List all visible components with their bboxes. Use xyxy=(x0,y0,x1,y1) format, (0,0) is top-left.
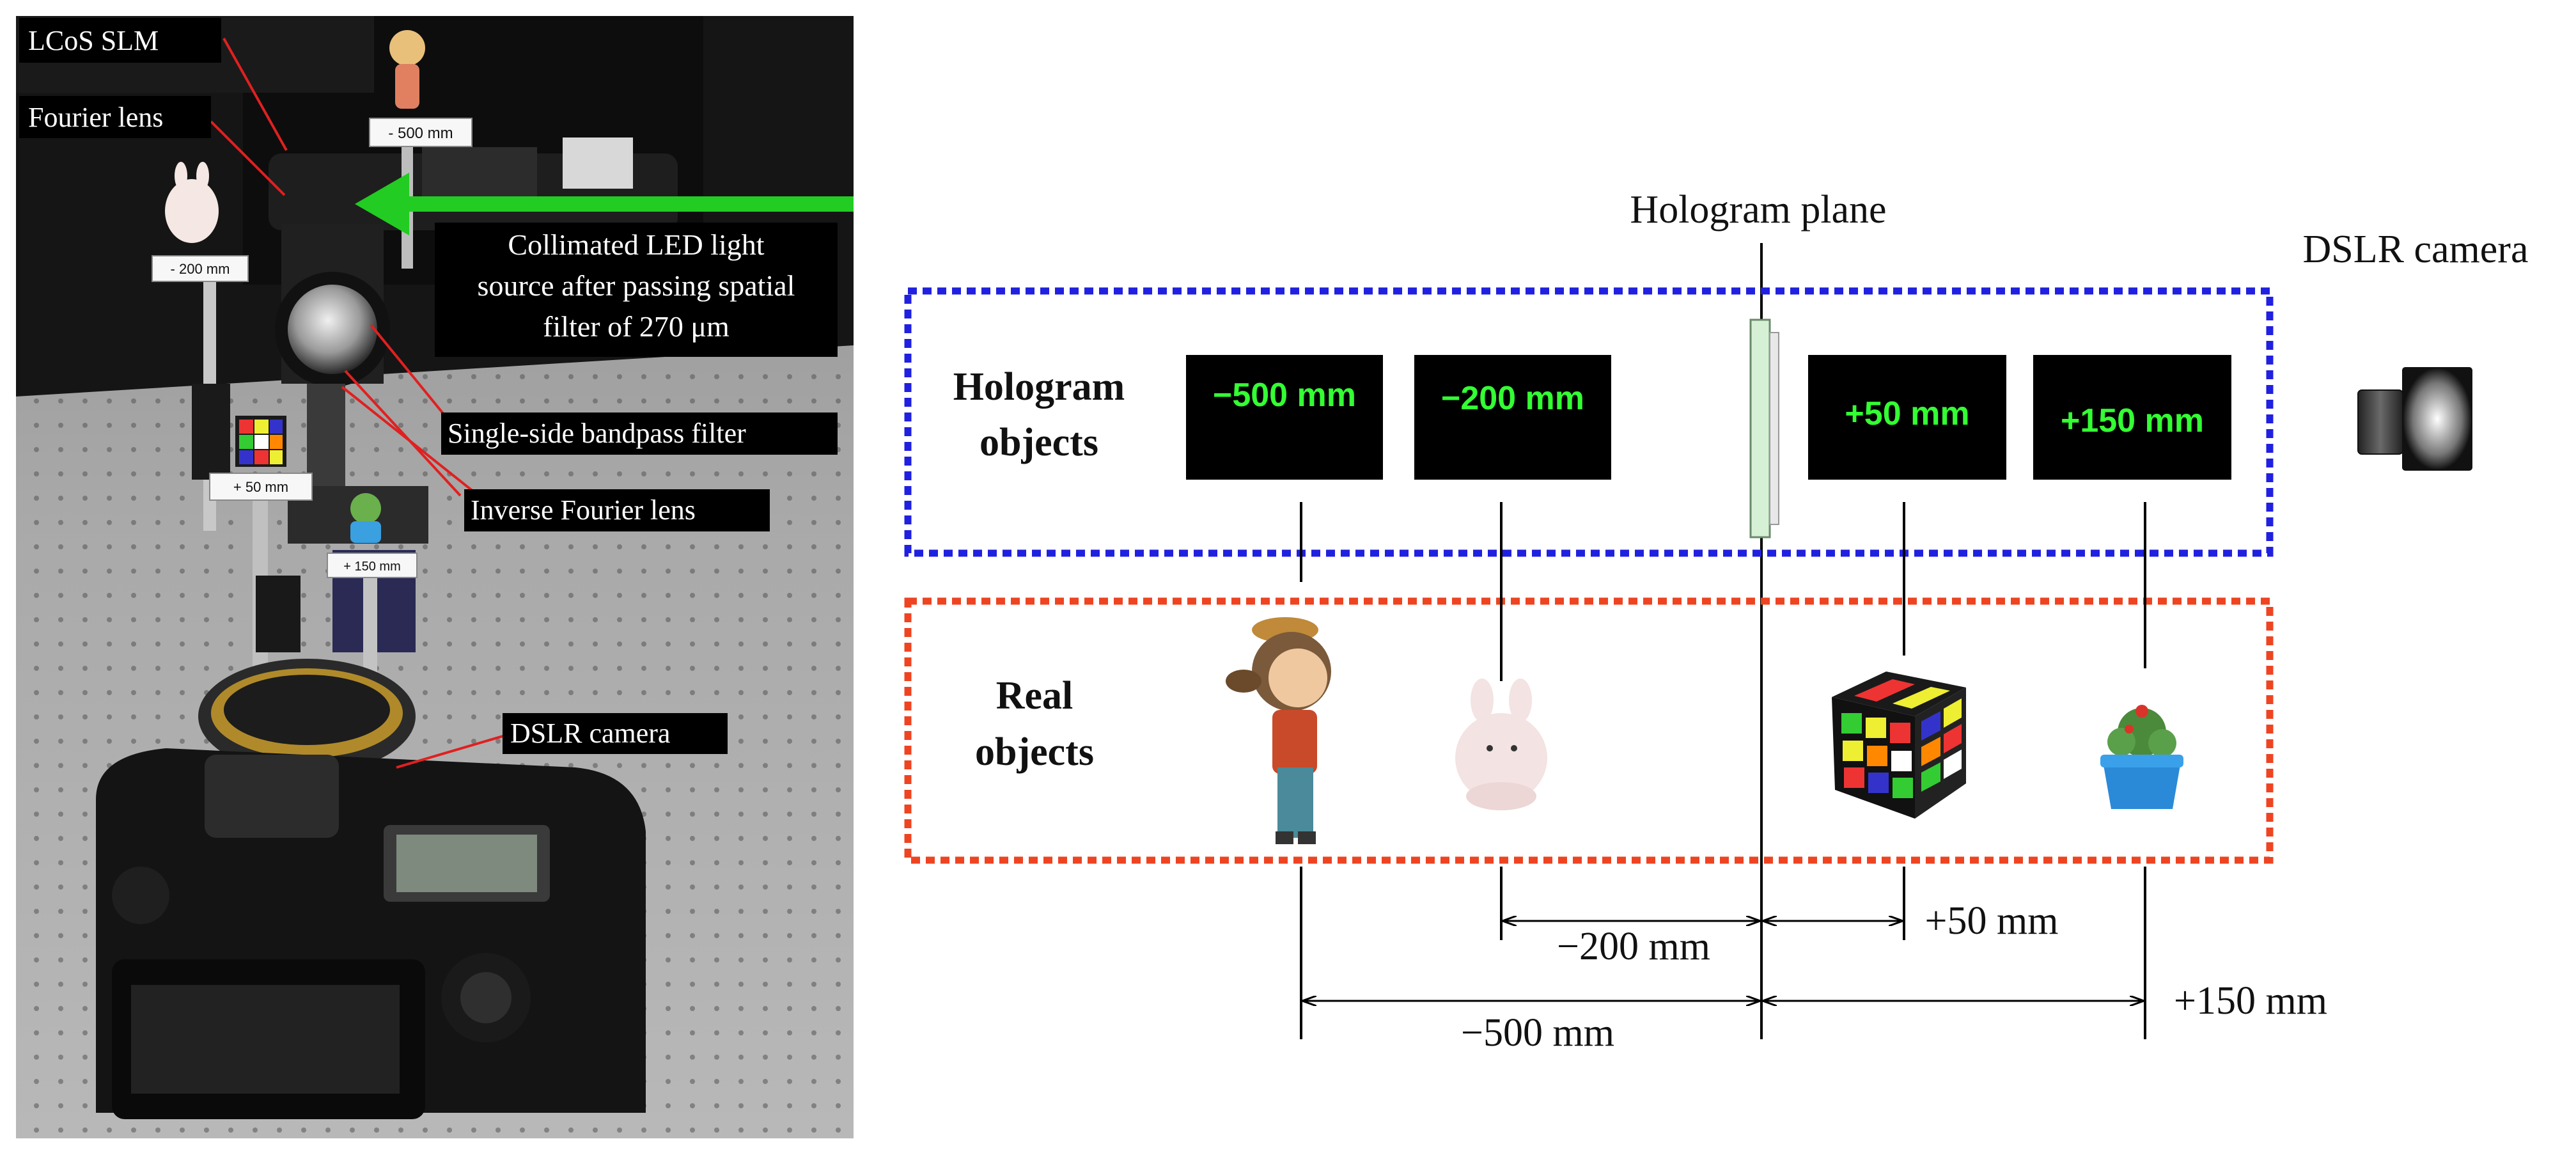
dimension-arrows xyxy=(1304,921,2143,1001)
hologram-box-plus150: +150 mm xyxy=(2033,355,2231,480)
connector-lines xyxy=(1300,502,2146,681)
hologram-box-minus200-label: −200 mm xyxy=(1441,380,1584,417)
distance-label-minus200: −200 mm xyxy=(1557,925,1710,968)
hologram-objects-frame xyxy=(904,287,2274,557)
distance-label-minus500: −500 mm xyxy=(1461,1011,1614,1055)
dimension-verticals xyxy=(1300,867,2146,1039)
real-objects-label-line1: Real xyxy=(996,674,1073,718)
post-label-plus150: + 150 mm xyxy=(343,560,400,574)
hologram-plane-label: Hologram plane xyxy=(1630,188,1886,232)
distance-label-plus50: +50 mm xyxy=(1925,899,2059,943)
hologram-box-minus200: −200 mm xyxy=(1414,355,1611,480)
callout-fourier-lens: Fourier lens xyxy=(28,102,163,133)
dslr-camera-photo xyxy=(96,659,646,1119)
post-label-minus200: - 200 mm xyxy=(171,261,230,277)
hologram-box-minus500: −500 mm xyxy=(1186,355,1383,480)
led-light-arrow xyxy=(355,173,854,235)
hologram-box-plus150-label: +150 mm xyxy=(2061,402,2204,439)
photo-callouts: LCoS SLM Fourier lens Collimated LED lig… xyxy=(19,18,838,754)
callout-collimated-line3: filter of 270 μm xyxy=(543,310,730,343)
dslr-camera-icon xyxy=(2357,367,2472,471)
callout-lcos-slm: LCoS SLM xyxy=(28,25,159,56)
hologram-box-plus50-label: +50 mm xyxy=(1845,395,1969,432)
slm-device xyxy=(1749,318,1779,538)
distance-label-plus150: +150 mm xyxy=(2174,979,2327,1023)
hologram-objects-label-line2: objects xyxy=(980,421,1098,464)
hologram-box-minus500-label: −500 mm xyxy=(1213,377,1356,414)
setup-photo: - 500 mm - 200 mm + 50 mm + 150 mm xyxy=(16,16,854,1138)
real-objects-label-line2: objects xyxy=(975,730,1094,774)
real-object-cactus-pot xyxy=(2100,705,2183,809)
dslr-camera-label: DSLR camera xyxy=(2303,228,2529,271)
callout-bandpass-filter: Single-side bandpass filter xyxy=(448,418,746,449)
real-object-rabbit xyxy=(1455,679,1547,810)
real-objects-frame xyxy=(904,597,2274,864)
post-label-plus50: + 50 mm xyxy=(233,479,288,495)
callout-collimated-line1: Collimated LED light xyxy=(508,228,764,261)
post-label-minus500: - 500 mm xyxy=(388,125,453,142)
callout-inverse-fourier-lens: Inverse Fourier lens xyxy=(471,494,696,526)
hologram-objects-label-line1: Hologram xyxy=(953,365,1125,409)
real-object-girl-figure xyxy=(1226,617,1331,844)
callout-dslr-camera: DSLR camera xyxy=(510,718,670,749)
hologram-box-plus50: +50 mm xyxy=(1808,355,2006,480)
callout-collimated-line2: source after passing spatial xyxy=(478,269,795,302)
real-object-rubiks-cube xyxy=(1832,672,1966,819)
schematic-diagram: Hologram plane Hologram objects Real obj… xyxy=(904,188,2529,1055)
